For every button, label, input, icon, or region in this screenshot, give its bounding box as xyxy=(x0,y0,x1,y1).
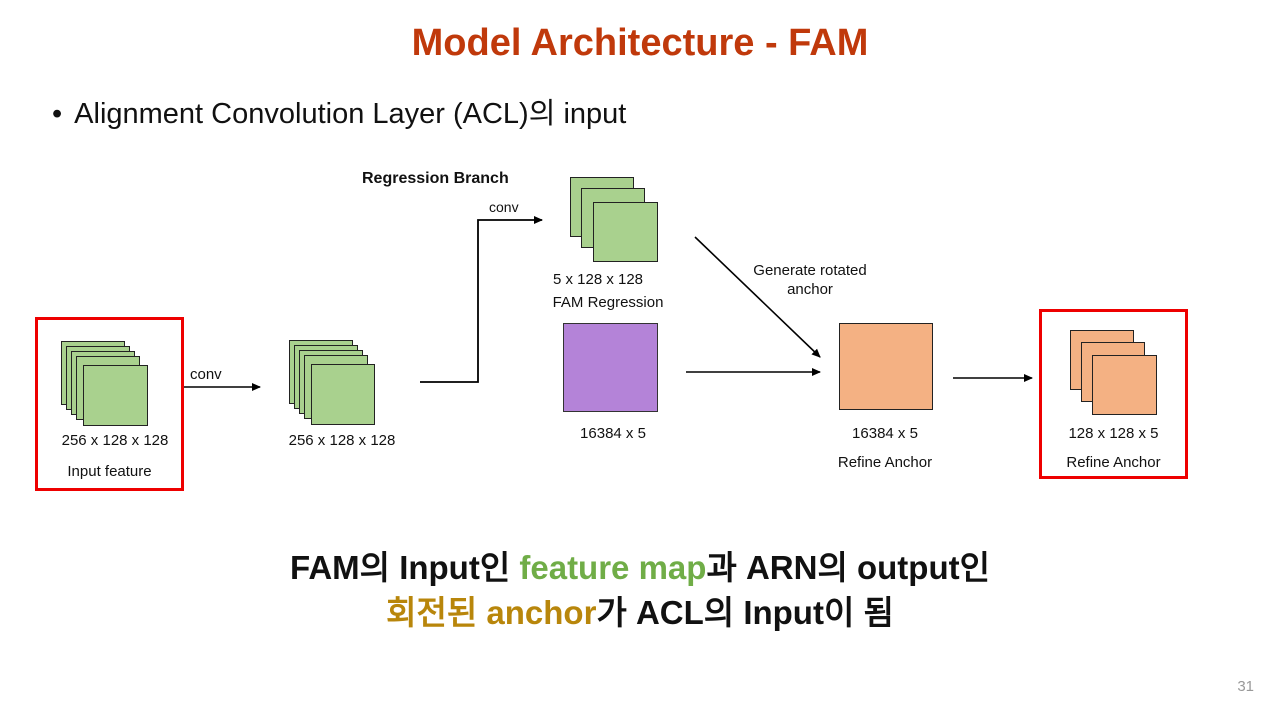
feature-map-layer xyxy=(83,365,148,426)
fam-regression-dims: 5 x 128 x 128 xyxy=(552,271,644,288)
refine-anchor-name: Refine Anchor xyxy=(837,454,933,471)
arrow-generate-rotated-anchor xyxy=(694,236,821,358)
fam-regression-name: FAM Regression xyxy=(552,294,664,311)
refine-anchor-output-highlight-box xyxy=(1039,309,1188,479)
summary-line-1-part1: FAM의 Input인 xyxy=(290,549,520,586)
bullet-marker: • xyxy=(52,98,63,130)
feature-map-layer xyxy=(593,202,658,262)
feature-map-layer xyxy=(311,364,375,425)
conv-output-dims: 256 x 128 x 128 xyxy=(288,432,396,449)
summary-line-2: 회전된 anchor가 ACL의 Input이 됨 xyxy=(0,586,1280,634)
fam-regression-stack xyxy=(570,177,660,262)
summary-feature-map-highlight: feature map xyxy=(519,549,707,586)
refine-anchor-output-name: Refine Anchor xyxy=(1066,454,1161,471)
input-feature-stack xyxy=(61,341,151,431)
generate-rotated-anchor-label-1: Generate rotated xyxy=(753,262,867,279)
reshaped-regression-block xyxy=(563,323,658,412)
refine-anchor-output-stack xyxy=(1070,330,1160,420)
regression-branch-label: Regression Branch xyxy=(362,170,509,187)
refine-anchor-block xyxy=(839,323,933,410)
page-number: 31 xyxy=(1237,678,1254,695)
bullet-point: • Alignment Convolution Layer (ACL)의 inpu… xyxy=(52,90,626,132)
refine-anchor-dims: 16384 x 5 xyxy=(852,425,918,442)
arrow-regression-branch xyxy=(420,216,543,383)
input-feature-highlight-box xyxy=(35,317,184,491)
input-feature-dims: 256 x 128 x 128 xyxy=(61,432,169,449)
reshaped-regression-dims: 16384 x 5 xyxy=(580,425,646,442)
bullet-text: Alignment Convolution Layer (ACL)의 input xyxy=(74,98,627,130)
anchor-map-layer xyxy=(1092,355,1157,415)
summary-line-1: FAM의 Input인 feature map과 ARN의 output인 xyxy=(0,541,1280,589)
slide-title: Model Architecture - FAM xyxy=(411,22,869,64)
input-feature-name: Input feature xyxy=(67,463,152,480)
summary-line-2-part2: 가 ACL의 Input이 됨 xyxy=(596,594,894,631)
summary-rotated-anchor-highlight: 회전된 anchor xyxy=(386,594,597,631)
refine-anchor-output-dims: 128 x 128 x 5 xyxy=(1068,425,1159,442)
summary-line-1-part2: 과 ARN의 output인 xyxy=(706,549,990,586)
conv-label-top: conv xyxy=(489,199,519,215)
conv-output-stack xyxy=(289,340,379,430)
conv-label-left: conv xyxy=(190,366,222,383)
generate-rotated-anchor-label-2: anchor xyxy=(787,281,833,298)
